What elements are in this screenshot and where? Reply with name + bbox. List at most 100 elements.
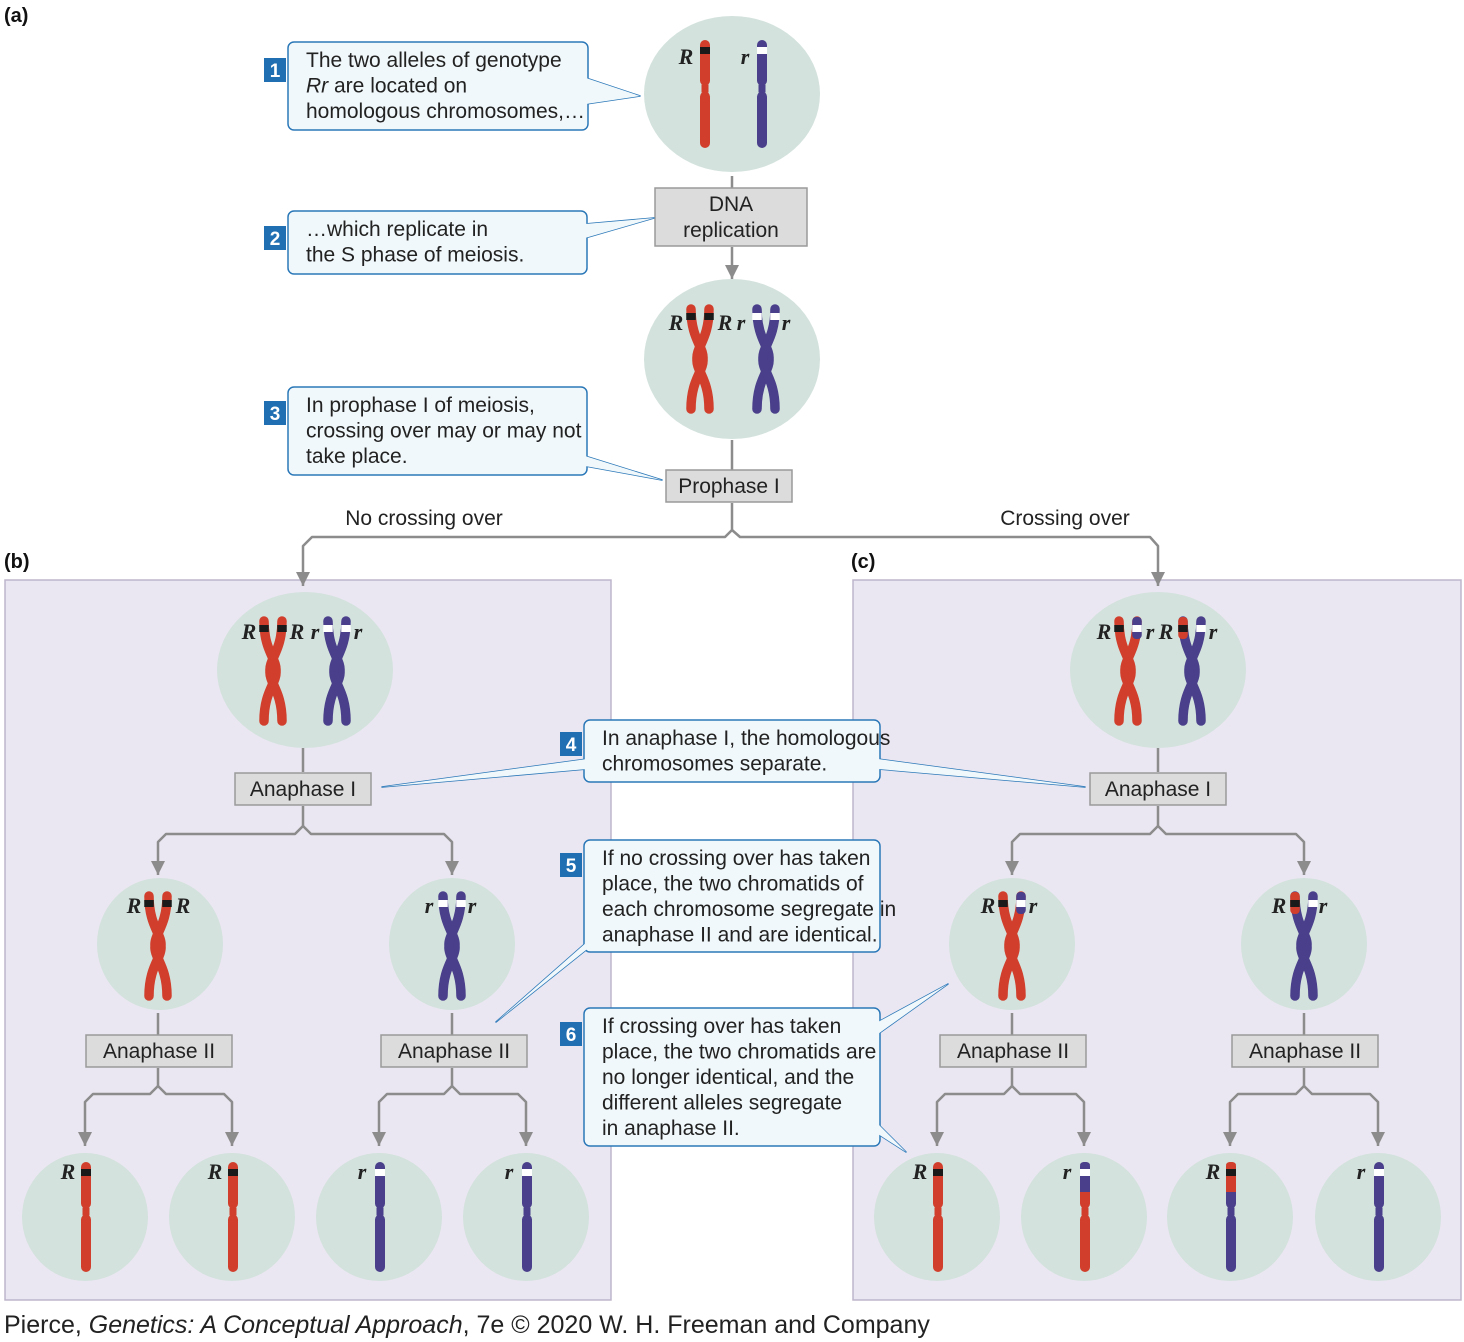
callout-1-line-1-rest: are located on (328, 75, 467, 98)
arrow-to-panel-c-arrowhead (1151, 572, 1165, 586)
gamete-b4-chromosome-centromere (523, 1207, 531, 1216)
callout-6-line-2: no longer identical, and the (602, 1066, 854, 1089)
callout-6-pointer-fill-1 (878, 1124, 906, 1152)
c2-r (1290, 891, 1318, 1001)
step-b-left-anaphase-2-text-0: Anaphase II (103, 1040, 215, 1063)
step-b-left-anaphase-2-box (85, 1034, 233, 1068)
credit-prefix: Pierce, (4, 1311, 89, 1339)
gamete-c2-chromosome-centromere (1081, 1207, 1089, 1216)
b2-R-left-chromatid-allele-band (144, 900, 154, 907)
b-anaphase1-left (156, 825, 304, 875)
replicated-R-right-chromatid-allele-band (704, 313, 714, 320)
allele-label-R-right: R (717, 310, 733, 335)
credit-line: Pierce, Genetics: A Conceptual Approach,… (4, 1311, 930, 1339)
b-replicated-r-left-chromatid-allele-band (323, 625, 333, 632)
callout-2-line-1: the S phase of meiosis. (306, 244, 524, 267)
callout-4-number-badge (560, 732, 582, 756)
panel-b-label: (b) (4, 551, 30, 573)
gamete-c3-chromosome-centromere (1227, 1207, 1235, 1216)
callout-1-line-1-italic: Rr (306, 75, 329, 98)
callout-4-pointer-fill-0 (382, 759, 587, 787)
b2-R (144, 891, 172, 1001)
c-anaphase1-left-arrowhead (1005, 861, 1019, 875)
c-replicated-R-left-chromatid-allele-band (1114, 625, 1124, 632)
step-prophase-1-text-0: Prophase I (678, 475, 780, 498)
c-allele-r-left: r (1146, 619, 1155, 644)
gamete-b1-chromosome-upper-arm (81, 1162, 91, 1209)
gamete-b3-chromosome-upper-arm (375, 1162, 385, 1209)
callout-3-line-1: crossing over may or may not (306, 420, 582, 443)
callout-3-number: 3 (270, 404, 281, 425)
c-right-anaphase2-left-arrowhead (1223, 1132, 1237, 1146)
b-right-anaphase2-left-arrowhead (372, 1132, 386, 1146)
c-allele-R-left: R (1096, 619, 1112, 644)
c-left-anaphase2-right-arrowhead (1077, 1132, 1091, 1146)
gamete-c1: R (874, 1153, 1000, 1281)
step-prophase-1-box (665, 469, 793, 503)
b-allele-R-right: R (289, 619, 305, 644)
gamete-c1-chromosome-centromere (934, 1207, 942, 1216)
gamete-b2-allele: R (207, 1159, 223, 1184)
gamete-c4-chromosome-upper-arm (1374, 1162, 1384, 1209)
callout-3-line-2: take place. (306, 445, 408, 468)
c-allele-R-right: R (1158, 619, 1174, 644)
gamete-c2-chromosome-lower-arm (1080, 1214, 1090, 1272)
callout-3-pointer-fill-0 (585, 456, 662, 480)
c-replicated-R (1114, 616, 1142, 726)
cell-b-prophase-body (217, 592, 393, 748)
c-replicated-R-right-band (1132, 625, 1142, 632)
callout-5-line-1: place, the two chromatids of (602, 873, 864, 896)
step-dna-replication-text-1: replication (683, 219, 779, 242)
gamete-b4-chromosome (522, 1162, 532, 1272)
chromosome-R-centromere (701, 84, 709, 93)
c-anaphase1-right-arrowhead (1297, 861, 1311, 875)
c2-R-right-chromatid (1004, 891, 1026, 1001)
gamete-b3-chromosome-lower-arm (375, 1214, 385, 1272)
callout-6-line-3: different alleles segregate (602, 1092, 842, 1115)
chromosome-r (757, 40, 767, 148)
replicated-r (752, 304, 780, 414)
c2-r-right-chromatid (1296, 891, 1318, 1001)
b-replicated-R-left-chromatid-allele-band (259, 625, 269, 632)
b-left-anaphase2-right-arrowhead (225, 1132, 239, 1146)
b-right-anaphase2-right (451, 1085, 528, 1146)
c-right-anaphase2-right (1303, 1085, 1380, 1146)
cell-top-replicated-body (644, 279, 820, 439)
gamete-c4-chromosome (1374, 1162, 1384, 1272)
b-anaphase1-right (302, 825, 454, 875)
callout-1-pointer-fill-0 (586, 78, 640, 104)
gamete-b3-chromosome (375, 1162, 385, 1272)
step-c-right-anaphase-2-box (1231, 1034, 1379, 1068)
callout-3-line-0: In prophase I of meiosis, (306, 394, 535, 417)
c-replicated-r-left-band (1178, 625, 1188, 632)
gamete-c3-allele: R (1205, 1159, 1221, 1184)
c2-R-left-chromatid-allele-band (998, 900, 1008, 907)
b-replicated-R (259, 616, 287, 726)
step-b-anaphase-1-text-0: Anaphase I (250, 778, 356, 801)
c2-r-left-chromatid (1290, 891, 1312, 1001)
callout-5-line-0: If no crossing over has taken (602, 847, 870, 870)
b2-allele-R-left: R (126, 893, 142, 918)
gamete-b2-chromosome-centromere (229, 1207, 237, 1216)
b-left-anaphase2-right (157, 1085, 234, 1146)
b2-r-right-chromatid (444, 891, 466, 1001)
callout-4-line-1: chromosomes separate. (602, 753, 827, 776)
gamete-c2-chromosome-crossover-tip (1080, 1162, 1090, 1168)
gamete-b4-chromosome-allele-band (522, 1169, 532, 1176)
c-replicated-r-right-chromatid-allele-band (1196, 625, 1206, 632)
gamete-c2-allele: r (1063, 1159, 1072, 1184)
c2-r-left-band (1290, 900, 1300, 907)
step-b-left-anaphase-2: Anaphase II (85, 1034, 233, 1068)
c-left-anaphase2-left-arrowhead (930, 1132, 944, 1146)
branch-label-crossing-over: Crossing over (1000, 507, 1130, 530)
callout-3-number-badge (264, 401, 286, 425)
callout-6-line-4: in anaphase II. (602, 1117, 740, 1140)
c2-allele-R-right: R (1271, 893, 1287, 918)
gamete-b1-allele: R (60, 1159, 76, 1184)
callout-1-number: 1 (270, 61, 281, 82)
c-right-anaphase2-left (1228, 1085, 1305, 1146)
